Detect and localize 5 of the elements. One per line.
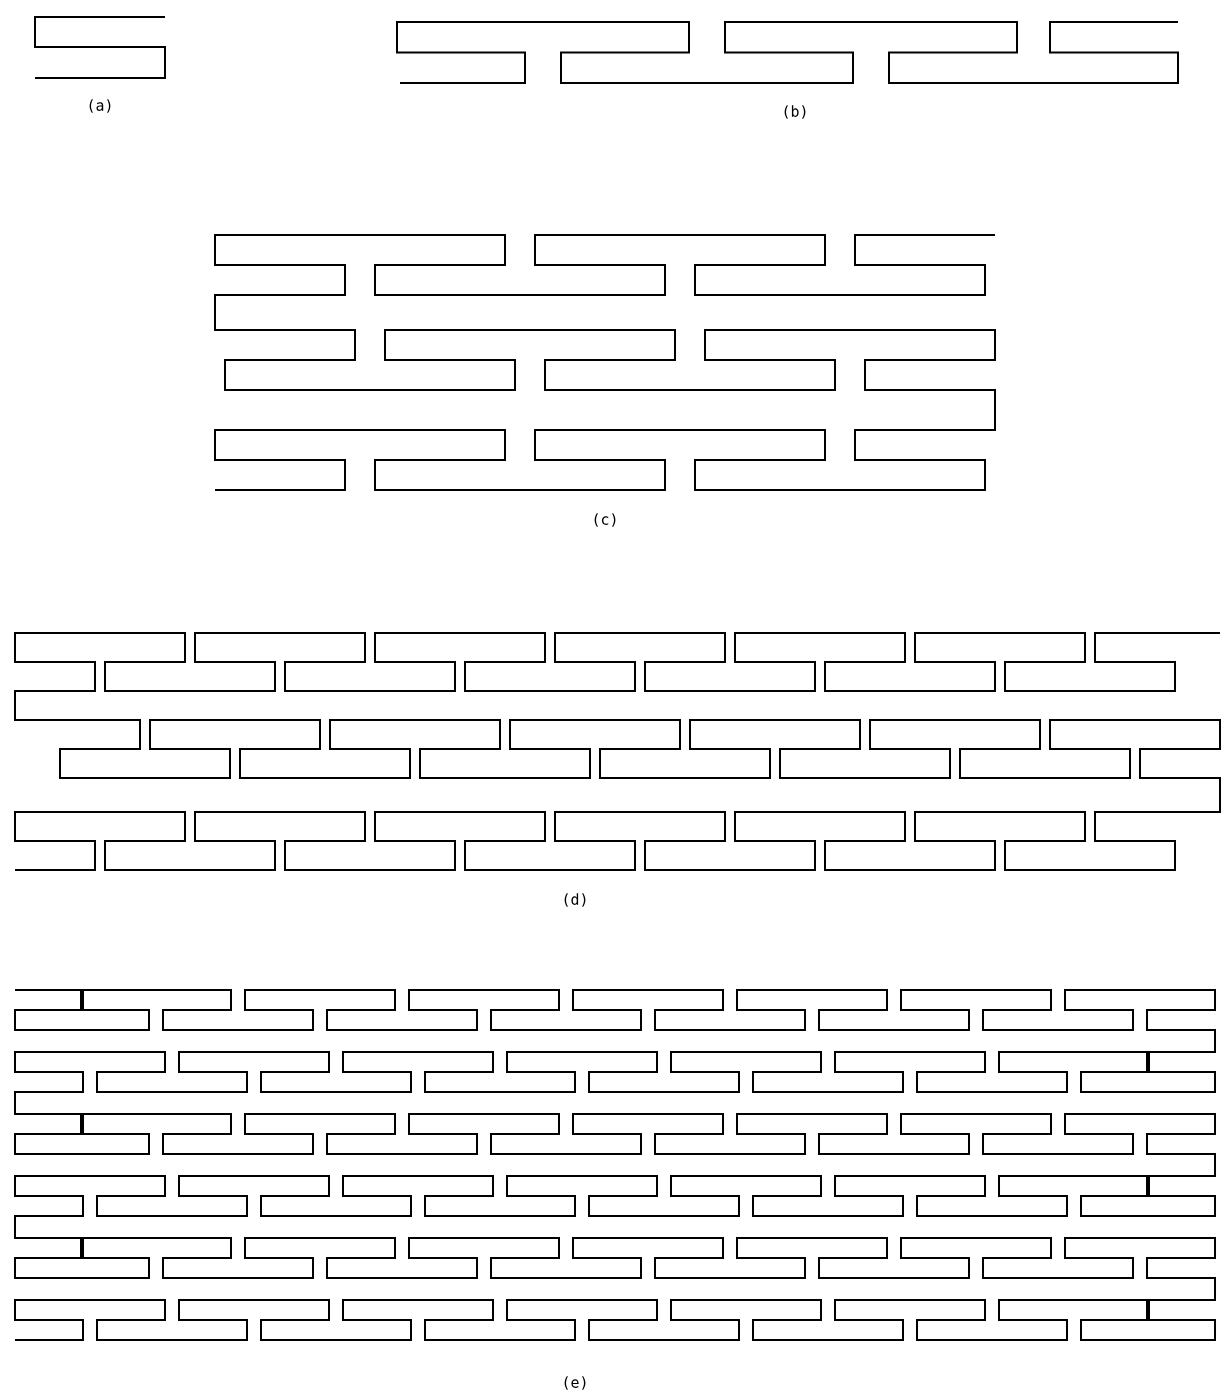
panel-label: (e) bbox=[564, 1376, 586, 1390]
panel-label: (c) bbox=[594, 513, 616, 527]
panel-label: (d) bbox=[564, 893, 586, 907]
panel-label: (a) bbox=[89, 99, 111, 113]
panel-label: (b) bbox=[784, 105, 806, 119]
